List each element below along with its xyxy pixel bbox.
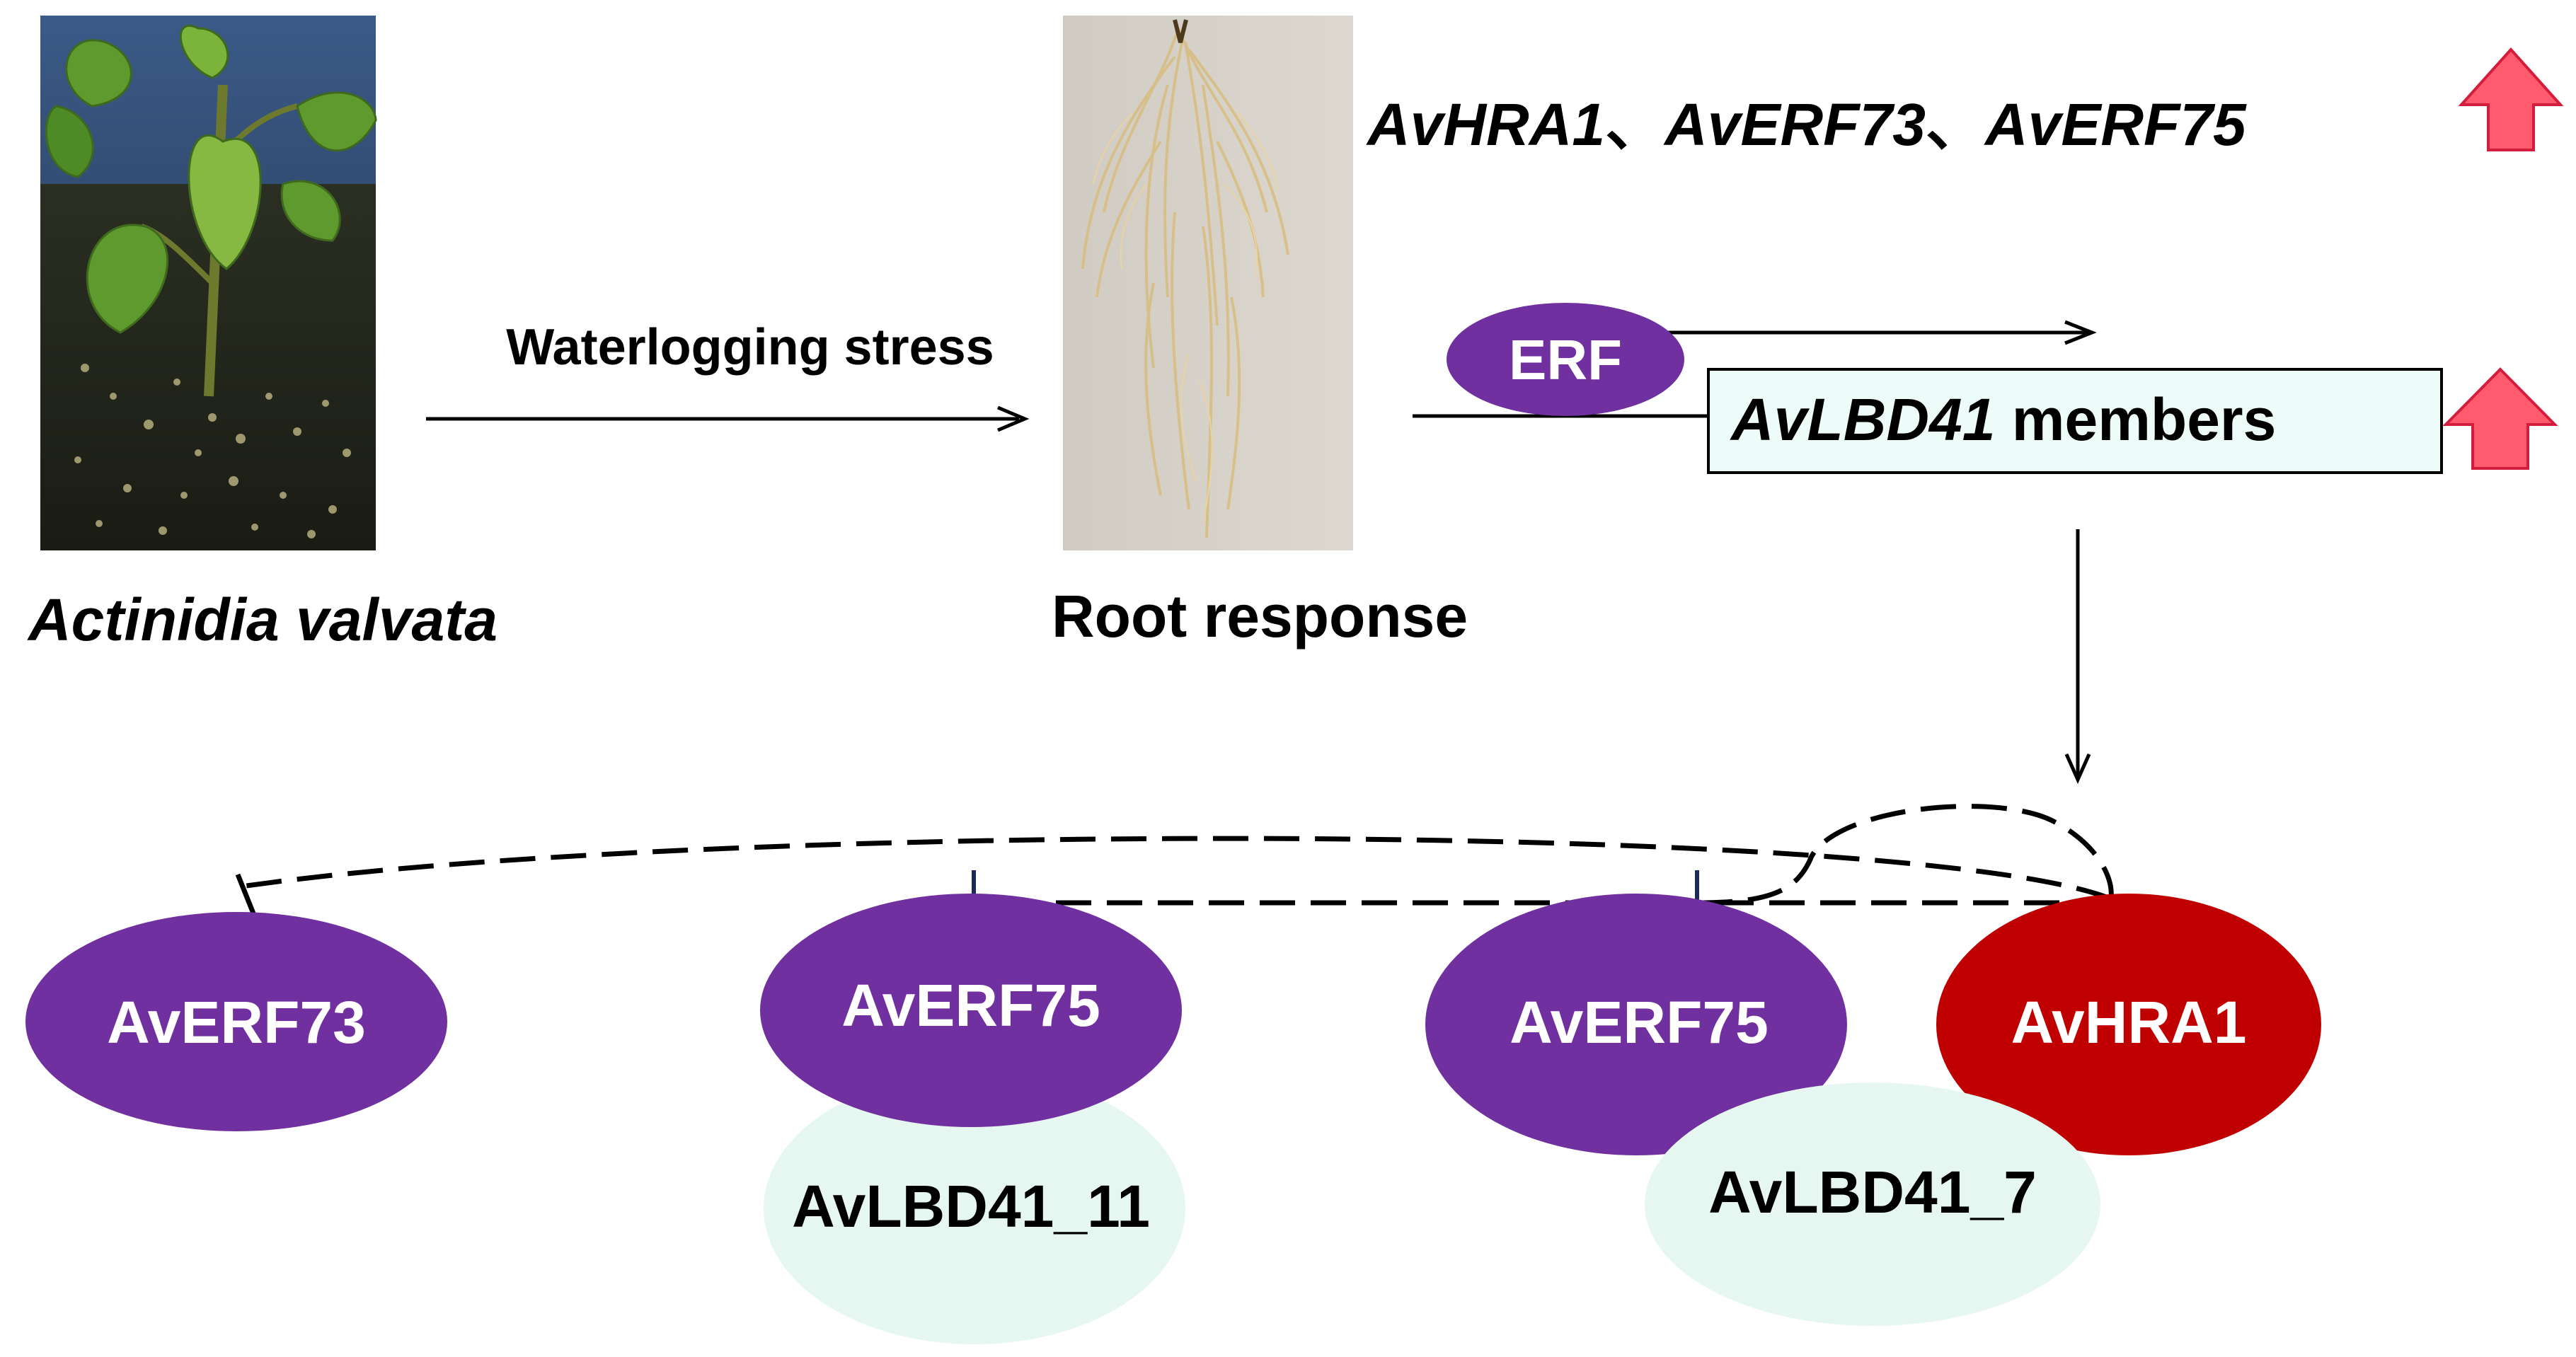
- lbd41-7-node: [1645, 1082, 2100, 1326]
- erf73-node: [25, 912, 447, 1131]
- hra1-label: AvHRA1: [2011, 989, 2247, 1056]
- separator: 、: [1926, 91, 1985, 158]
- lbd41-gene-box: [1707, 368, 2443, 474]
- lbd41-gene-label: AvLBD41 members: [1730, 386, 2276, 453]
- gene-erf73: AvERF73: [1663, 91, 1926, 158]
- erf75-left-label: AvERF75: [841, 972, 1100, 1039]
- inhibition-links: [246, 804, 2114, 906]
- hra1-node: [1936, 894, 2321, 1155]
- erf73-label: AvERF73: [107, 989, 366, 1056]
- gene-hra1: AvHRA1: [1366, 91, 1605, 158]
- erf-label: ERF: [1509, 328, 1622, 391]
- erf-node: [1447, 303, 1684, 416]
- erf75-left-node: [760, 894, 1182, 1127]
- lbd41-11-node: [764, 1073, 1185, 1344]
- transcription-arrowhead: [2064, 320, 2097, 345]
- root-photo: [1063, 16, 1353, 550]
- hra1-to-erf73-inhibition: [246, 836, 2112, 901]
- lbd41-gene-name: AvLBD41: [1730, 386, 1995, 453]
- up-arrow-icon: [2458, 47, 2564, 151]
- stress-label: Waterlogging stress: [506, 319, 994, 376]
- gene-erf75: AvERF75: [1984, 91, 2247, 158]
- regulation-arrowhead: [2064, 753, 2091, 785]
- plant-caption: Actinidia valvata: [27, 587, 498, 653]
- erf75-right-node: [1425, 894, 1847, 1155]
- stress-arrowhead: [997, 405, 1030, 432]
- upregulated-genes: AvHRA1、AvERF73、AvERF75: [1366, 91, 2247, 158]
- hra1-to-erf75-right-inhibition: [1696, 804, 2114, 906]
- lbd41-members-text: members: [1995, 386, 2276, 453]
- separator: 、: [1605, 91, 1664, 158]
- erf75-right-label: AvERF75: [1510, 989, 1769, 1056]
- up-arrow-icon: [2442, 367, 2558, 470]
- root-caption: Root response: [1052, 583, 1468, 649]
- seedling-photo: [40, 16, 377, 550]
- lbd41-7-label: AvLBD41_7: [1708, 1159, 2037, 1225]
- lbd41-11-label: AvLBD41_11: [792, 1173, 1150, 1240]
